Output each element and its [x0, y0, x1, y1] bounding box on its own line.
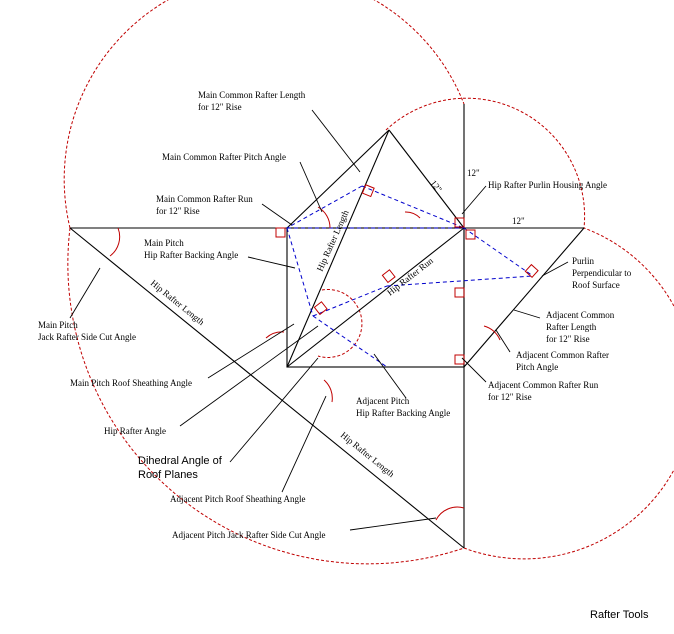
purlin-dash-5	[312, 285, 388, 317]
leader	[69, 267, 101, 319]
purlin-dash-1	[361, 185, 465, 229]
marker	[454, 217, 465, 228]
label: Hip Rafter Backing Angle	[144, 250, 238, 260]
arc-top-right-circle	[385, 97, 586, 229]
label: for 12" Rise	[488, 392, 532, 402]
label: Adjacent Pitch Jack Rafter Side Cut Angl…	[172, 530, 325, 540]
hip-rafter-length-bottom	[69, 227, 465, 549]
label: Roof Planes	[138, 469, 198, 481]
marker	[313, 301, 328, 316]
hip-rafter-length-top	[286, 129, 390, 368]
angle-arc	[265, 331, 285, 339]
rafter-top-right	[388, 129, 465, 229]
leader	[229, 357, 319, 463]
label: Pitch Angle	[516, 362, 558, 372]
label: Hip Rafter Length	[149, 278, 207, 328]
hip-rafter-run	[286, 227, 465, 368]
label: 12"	[428, 178, 444, 194]
leader	[461, 185, 487, 215]
label: Main Common Rafter Length	[198, 90, 306, 100]
arc-right-circle	[463, 227, 674, 560]
label: for 12" Rise	[156, 206, 200, 216]
label: Perpendicular to	[572, 268, 632, 278]
label: Hip Rafter Backing Angle	[356, 408, 450, 418]
leader	[261, 203, 293, 226]
brand-label: Rafter Tools	[590, 609, 649, 621]
angle-arc	[404, 211, 421, 219]
label: Hip Rafter Length	[315, 208, 351, 273]
marker	[381, 269, 396, 284]
purlin-dash-4	[386, 275, 534, 287]
purlin-dash-3	[463, 227, 534, 277]
leader	[513, 309, 541, 319]
arc-small-center	[317, 289, 363, 358]
leader	[179, 325, 319, 427]
leader	[311, 109, 361, 173]
main-common-length	[286, 129, 390, 229]
label: Adjacent Pitch	[356, 396, 410, 406]
arc-top-circle	[63, 0, 465, 229]
marker	[524, 263, 539, 279]
marker	[454, 287, 465, 298]
leader	[281, 395, 327, 493]
label: 12"	[467, 168, 480, 178]
purlin-dash-6	[286, 227, 314, 317]
leader	[207, 323, 295, 379]
label: Hip Rafter Run	[385, 255, 435, 297]
purlin-dash-8	[286, 185, 363, 229]
label: Main Common Rafter Pitch Angle	[162, 152, 286, 162]
leader	[299, 161, 323, 213]
angle-arc	[483, 325, 501, 341]
label: Adjacent Common Rafter	[516, 350, 609, 360]
label: 12"	[512, 216, 525, 226]
label: for 12" Rise	[198, 102, 242, 112]
label: Hip Rafter Purlin Housing Angle	[488, 180, 607, 190]
label: Roof Surface	[572, 280, 620, 290]
label: Purlin	[572, 256, 595, 266]
angle-arc	[435, 506, 465, 521]
adj-common-length	[463, 227, 585, 368]
label: Adjacent Pitch Roof Sheathing Angle	[170, 494, 305, 504]
leader	[495, 329, 511, 353]
leader	[541, 261, 569, 277]
label: Rafter Length	[546, 322, 597, 332]
marker	[361, 184, 375, 198]
label: Main Pitch	[38, 320, 78, 330]
marker	[275, 227, 286, 238]
leader	[247, 256, 296, 269]
marker	[465, 229, 476, 240]
label: Adjacent Common Rafter Run	[488, 380, 599, 390]
arc-bottom-left-circle	[67, 227, 465, 565]
leader	[373, 353, 407, 399]
label: for 12" Rise	[546, 334, 590, 344]
label: Main Pitch	[144, 238, 184, 248]
label: Main Pitch Roof Sheathing Angle	[70, 378, 192, 388]
angle-arc	[317, 206, 331, 229]
leader	[349, 517, 437, 531]
angle-arc	[323, 379, 333, 403]
label: Hip Rafter Angle	[104, 426, 166, 436]
label: Adjacent Common	[546, 310, 615, 320]
marker	[454, 354, 465, 365]
label: Dihedral Angle of	[138, 455, 223, 467]
label: Jack Rafter Side Cut Angle	[38, 332, 136, 342]
angle-arc	[109, 227, 121, 257]
label: Hip Rafter Length	[339, 430, 397, 480]
purlin-dash-7	[312, 315, 388, 368]
leader	[461, 357, 487, 383]
label: Main Common Rafter Run	[156, 194, 253, 204]
